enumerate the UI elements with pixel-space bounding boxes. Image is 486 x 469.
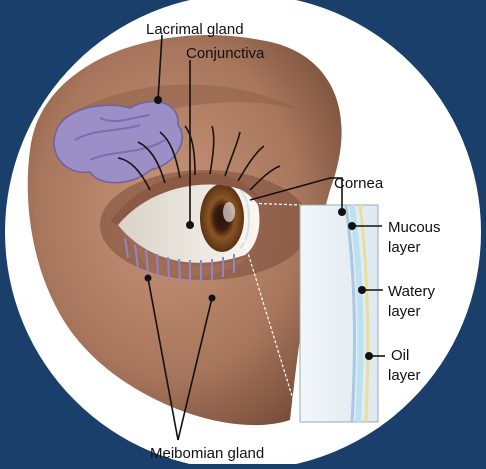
- lacrimal-dot: [154, 96, 162, 104]
- watery-dot: [358, 286, 366, 294]
- label-watery-2: layer: [388, 303, 421, 320]
- cornea-dot: [338, 208, 346, 216]
- conjunctiva-dot: [186, 221, 194, 229]
- oil-dot: [365, 352, 373, 360]
- label-watery-1: Watery: [388, 283, 435, 300]
- label-cornea: Cornea: [334, 175, 384, 192]
- meibomian-dot-left: [145, 275, 152, 282]
- label-mucous-2: layer: [388, 239, 421, 256]
- label-lacrimal-gland: Lacrimal gland: [146, 21, 244, 38]
- iris: [200, 184, 244, 252]
- eye-highlight: [223, 202, 235, 222]
- label-meibomian-gland: Meibomian gland: [150, 445, 264, 462]
- label-oil-1: Oil: [391, 347, 409, 364]
- label-oil-2: layer: [388, 367, 421, 384]
- label-mucous-1: Mucous: [388, 219, 441, 236]
- meibomian-dot-right: [209, 295, 216, 302]
- mucous-dot: [348, 222, 356, 230]
- label-conjunctiva: Conjunctiva: [186, 45, 265, 62]
